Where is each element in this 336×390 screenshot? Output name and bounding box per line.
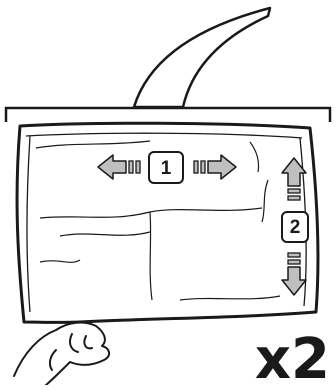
bag-outline <box>15 121 320 324</box>
hook-shape <box>132 6 272 109</box>
top-bracket <box>4 106 332 122</box>
repeat-count-label: x2 <box>255 327 330 385</box>
arrow-down <box>281 252 307 296</box>
step-2-badge: 2 <box>281 211 309 243</box>
step-1-number: 1 <box>161 158 172 179</box>
step-2-number: 2 <box>290 217 301 238</box>
arrow-right <box>193 154 237 180</box>
wrinkle-lines <box>35 140 281 301</box>
step-1-badge: 1 <box>148 151 184 184</box>
hand-illustration <box>13 321 110 386</box>
arrow-left <box>97 154 141 180</box>
arrow-up <box>281 157 307 201</box>
